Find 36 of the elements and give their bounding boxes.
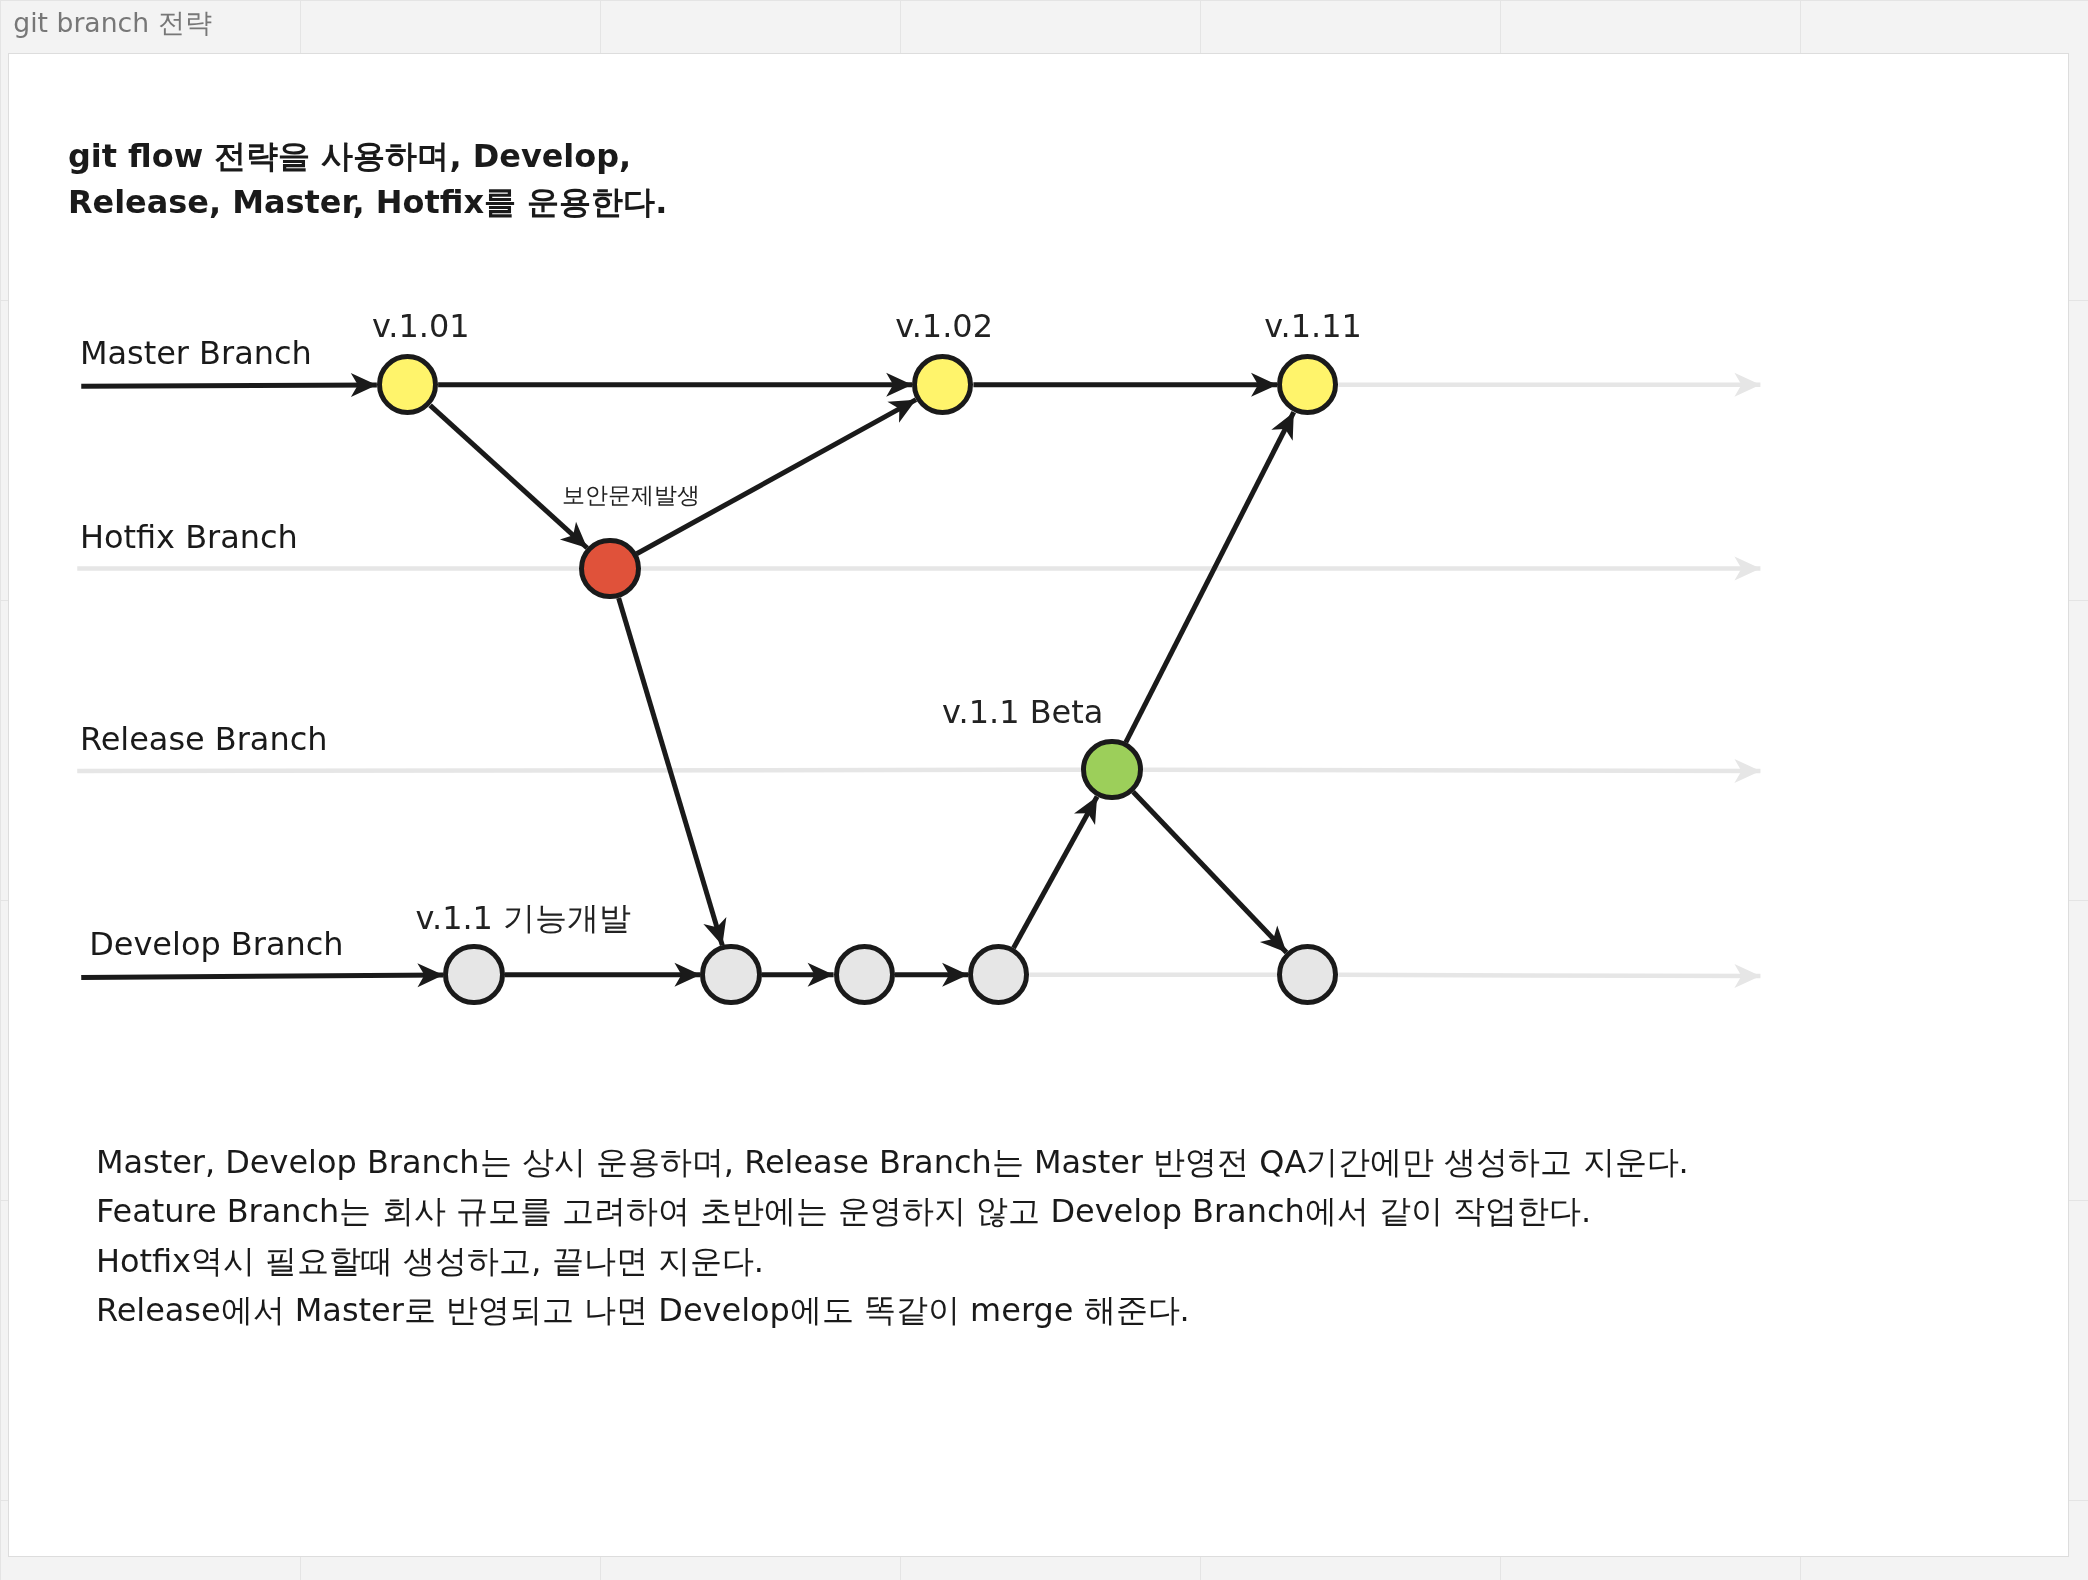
arrow (1011, 795, 1100, 950)
arrow (761, 962, 834, 987)
arrow (1123, 411, 1296, 744)
version-label: 보안문제발생 (562, 480, 701, 510)
arrow (428, 403, 589, 550)
version-label: v.1.1 기능개발 (415, 897, 632, 938)
branch-line (1338, 964, 1761, 988)
note-text: Release에서 Master로 반영되고 나면 Develop에도 똑같이 merge 해준다. (95, 1290, 1190, 1331)
version-label: v.1.01 (371, 307, 470, 346)
version-label: v.1.02 (895, 307, 993, 346)
lane-label: Master Branch (79, 334, 312, 373)
heading: git flow 전략을 사용하며, Develop, Release, Master, Hotfix를 운용한다. (67, 136, 669, 224)
branch-line (1029, 972, 1278, 977)
branch-line (77, 566, 580, 571)
arrow (1131, 790, 1289, 955)
note-text: Hotfix역시 필요할때 생성하고, 끝나면 지운다. (95, 1240, 764, 1282)
arrow (438, 372, 913, 397)
arrow (81, 373, 377, 398)
arrow (81, 963, 444, 988)
arrow (616, 597, 727, 947)
arrow (504, 962, 701, 987)
branch-line (77, 767, 1082, 774)
page-title: git branch 전략 (13, 6, 212, 41)
note-text: Feature Branch는 회사 규모를 고려하여 초반에는 운영하지 않고 Develop Branch에서 같이 작업한다. (95, 1191, 1592, 1233)
branch-line (640, 556, 1761, 581)
branch-line (1338, 372, 1761, 397)
lane-label: Develop Branch (89, 925, 344, 964)
arrow (635, 397, 918, 556)
branch-line (1142, 758, 1761, 783)
version-label: v.1.11 (1264, 307, 1362, 346)
note-text: Master, Develop Branch는 상시 운용하며, Release Branch는 Master 반영전 QA기간에만 생성하고 지운다. (95, 1142, 1689, 1184)
arrow (894, 962, 969, 987)
version-label: v.1.1 Beta (942, 693, 1104, 732)
lane-label: Release Branch (79, 720, 328, 759)
arrow (973, 372, 1278, 397)
lane-label: Hotfix Branch (79, 518, 298, 556)
